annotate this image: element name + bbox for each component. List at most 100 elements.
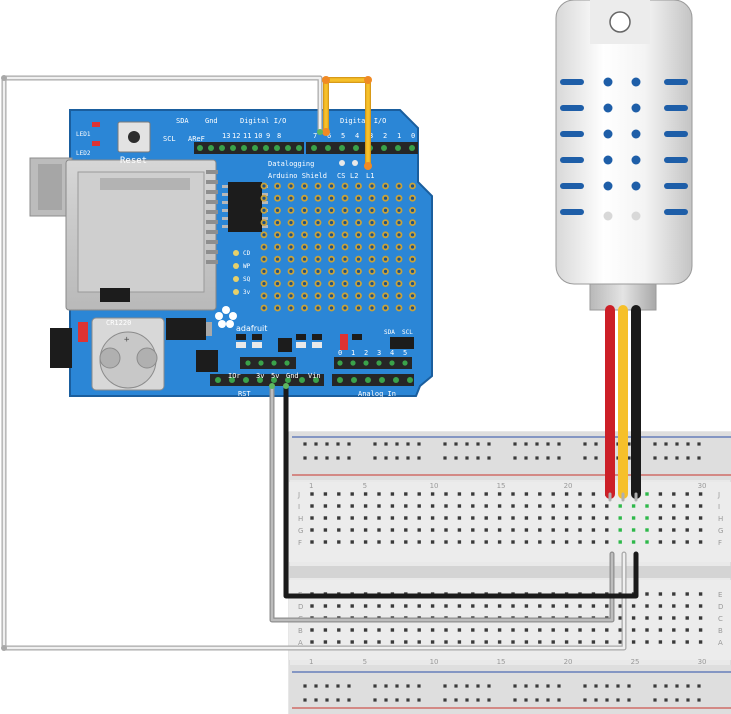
terminal-hole <box>350 516 354 520</box>
rail-hole <box>524 442 528 446</box>
row-letter: D <box>298 603 303 611</box>
rail-hole <box>664 442 668 446</box>
terminal-hole <box>430 628 435 632</box>
rail-hole <box>303 442 307 446</box>
row-letter: B <box>298 627 303 635</box>
terminal-hole <box>457 628 462 632</box>
rail-hole <box>347 442 351 446</box>
3v-label: 3v <box>243 289 251 296</box>
terminal-hole <box>471 540 475 544</box>
terminal-hole <box>484 528 488 532</box>
rail-hole <box>417 442 421 446</box>
analog-pin <box>379 377 385 383</box>
terminal-hole <box>605 516 609 520</box>
rail-hole <box>336 684 340 688</box>
terminal-hole <box>551 628 555 632</box>
rail-hole <box>616 684 620 688</box>
terminal-hole <box>471 640 475 644</box>
header-pin <box>241 145 247 151</box>
connected-hole <box>618 504 622 508</box>
vent-slot <box>664 79 688 85</box>
rail-hole <box>325 442 329 446</box>
terminal-hole <box>591 628 596 632</box>
column-number-bottom: 15 <box>497 658 506 666</box>
terminal-hole <box>698 528 703 532</box>
connected-hole <box>618 528 622 532</box>
analog-in-label: Analog In <box>358 390 396 398</box>
terminal-hole <box>578 516 582 520</box>
vent-hole <box>603 155 613 165</box>
terminal-hole <box>323 604 328 608</box>
row-letter: I <box>298 503 300 511</box>
terminal-hole <box>337 628 341 632</box>
terminal-hole <box>564 516 569 520</box>
vent-slot <box>664 183 688 189</box>
terminal-hole <box>390 528 395 532</box>
terminal-hole <box>538 516 542 520</box>
vent-hole <box>603 129 613 139</box>
cd-label: CD <box>243 250 251 257</box>
digital-io-label-2: Digital I/O <box>340 117 386 125</box>
rail-hole <box>605 698 609 702</box>
digital-pin-label: 5 <box>341 132 345 140</box>
analog-pin <box>365 377 371 383</box>
vent-hole <box>631 155 641 165</box>
rail-hole <box>535 442 539 446</box>
terminal-hole <box>390 604 395 608</box>
terminal-hole <box>564 628 569 632</box>
terminal-hole <box>698 592 703 596</box>
rail-hole <box>336 456 340 460</box>
terminal-hole <box>363 640 368 644</box>
3v-power-label: 3v <box>256 372 264 380</box>
rail-hole <box>675 698 679 702</box>
rail-hole <box>465 456 469 460</box>
terminal-hole <box>511 540 515 544</box>
header-pin <box>274 145 280 151</box>
terminal-hole <box>471 504 475 508</box>
terminal-hole <box>551 504 555 508</box>
rail-hole <box>594 698 598 702</box>
terminal-hole <box>631 640 636 644</box>
digital-pin-label: 3 <box>369 132 373 140</box>
header-pin <box>263 145 269 151</box>
terminal-hole <box>310 628 314 632</box>
terminal-hole <box>404 528 408 532</box>
terminal-hole <box>497 504 502 508</box>
vent-slot <box>560 79 584 85</box>
rail-hole <box>524 684 528 688</box>
connected-hole <box>618 540 622 544</box>
terminal-hole <box>417 492 421 496</box>
rail-hole <box>653 442 657 446</box>
rail-hole <box>594 456 598 460</box>
terminal-hole <box>430 516 435 520</box>
digital-pin-label: 10 <box>254 132 262 140</box>
rail-hole <box>303 698 307 702</box>
terminal-hole <box>377 628 381 632</box>
rail-hole <box>303 684 307 688</box>
analog-pin-label: 5 <box>403 349 407 357</box>
adafruit-logo <box>215 306 237 328</box>
terminal-hole <box>658 604 663 608</box>
rail-hole <box>465 442 469 446</box>
terminal-hole <box>377 492 381 496</box>
terminal-hole <box>605 540 609 544</box>
terminal-hole <box>524 516 529 520</box>
terminal-hole <box>350 628 354 632</box>
terminal-hole <box>404 540 408 544</box>
terminal-hole <box>698 616 703 620</box>
power-pin <box>215 377 221 383</box>
rail-hole <box>686 684 690 688</box>
digital-io-label-1: Digital I/O <box>240 117 286 125</box>
cs-label: CS <box>337 172 345 180</box>
terminal-hole <box>538 640 542 644</box>
connected-hole <box>645 540 649 544</box>
terminal-hole <box>538 528 542 532</box>
terminal-hole <box>417 540 421 544</box>
terminal-hole <box>524 492 529 496</box>
rail-hole <box>675 442 679 446</box>
terminal-hole <box>578 604 582 608</box>
breakout-pin <box>284 360 290 366</box>
connected-hole <box>618 516 622 520</box>
header-pin <box>395 145 401 151</box>
terminal-hole <box>457 516 462 520</box>
